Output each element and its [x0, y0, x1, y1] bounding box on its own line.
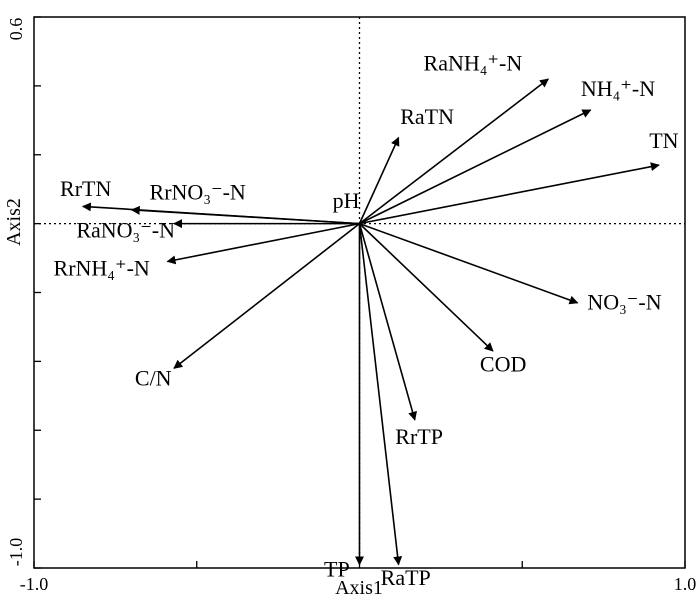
- x-tick-label-0: -1.0: [20, 574, 49, 594]
- vector-label-13: RrTN: [60, 176, 111, 201]
- vector-arrow-3: [359, 162, 660, 225]
- vector-arrow-2: [359, 109, 592, 225]
- y-axis-label: Axis2: [3, 198, 25, 246]
- vector-label-2: NH₄⁺-N: [581, 76, 655, 101]
- vector-label-6: RrTP: [395, 424, 443, 449]
- vector-arrow-1: [358, 136, 400, 224]
- vector-label-11: RaNO₃⁻-N: [76, 217, 175, 242]
- vector-arrow-13: [81, 202, 360, 225]
- vector-arrow-5: [358, 223, 494, 352]
- vector-label-14: pH: [333, 188, 360, 213]
- vector-label-4: NO₃⁻-N: [587, 290, 661, 315]
- vector-label-1: RaTN: [400, 104, 454, 129]
- vector-arrow-0: [359, 78, 550, 225]
- x-tick-label-1: 1.0: [674, 574, 697, 594]
- vector-arrow-4: [359, 222, 579, 305]
- vector-label-3: TN: [649, 128, 678, 153]
- x-axis-label: Axis1: [335, 577, 383, 599]
- vector-arrow-10: [166, 222, 360, 265]
- vector-label-0: RaNH₄⁺-N: [424, 50, 523, 75]
- y-tick-label-0: 0.6: [6, 18, 26, 41]
- axis-ticks: [33, 16, 686, 569]
- vector-arrow-6: [358, 223, 417, 421]
- tick-labels: -1.0 1.0 0.6 -1.0: [6, 18, 696, 594]
- vector-label-9: C/N: [135, 365, 172, 390]
- vector-arrow-7: [358, 223, 403, 566]
- vector-labels: RaNH₄⁺-N RaTN NH₄⁺-N TN NO₃⁻-N COD RrTP RaTP TP C…: [54, 50, 679, 590]
- vector-label-12: RrNO₃⁻-N: [150, 180, 246, 205]
- vectors: [81, 78, 660, 566]
- y-tick-label-1: -1.0: [6, 538, 26, 567]
- vector-label-8: TP: [324, 557, 350, 582]
- vector-label-10: RrNH₄⁺-N: [54, 255, 150, 280]
- vector-arrow-9: [173, 222, 360, 369]
- vector-label-7: RaTP: [381, 565, 431, 590]
- vector-label-5: COD: [480, 352, 526, 377]
